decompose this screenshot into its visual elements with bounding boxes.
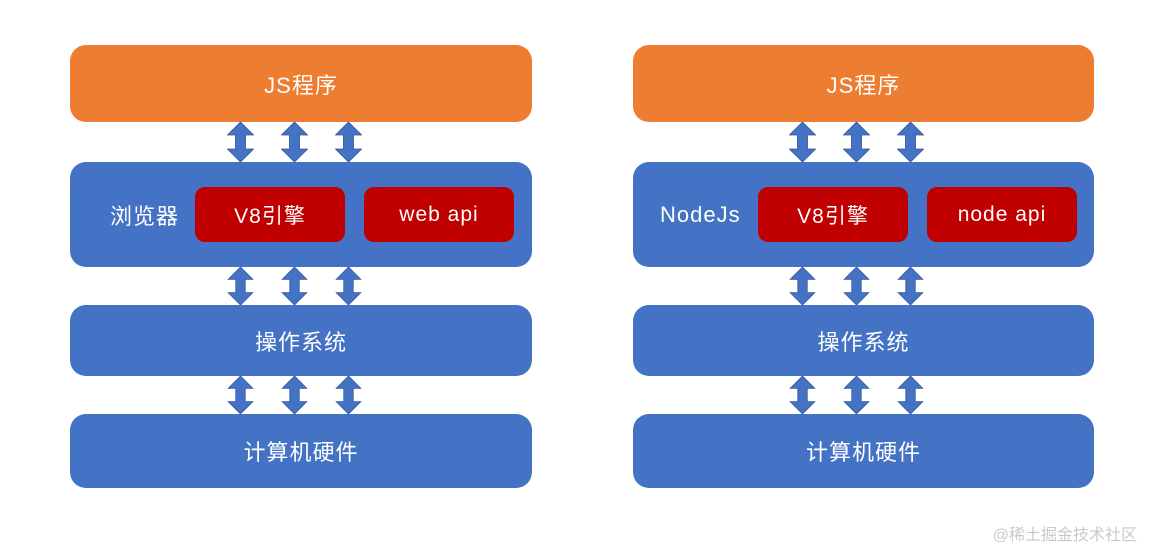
nodejs-runtime-box: NodeJs V8引擎 node api bbox=[633, 162, 1094, 267]
double-arrow-icon bbox=[843, 267, 870, 305]
os-label: 操作系统 bbox=[817, 329, 910, 355]
hardware-label: 计算机硬件 bbox=[805, 440, 921, 465]
os-box: 操作系统 bbox=[633, 305, 1094, 376]
double-arrow-icon bbox=[280, 122, 308, 162]
arrows-runtime-os bbox=[63, 267, 525, 305]
js-program-box: JS程序 bbox=[70, 45, 532, 122]
double-arrow-icon bbox=[227, 376, 253, 414]
double-arrow-icon bbox=[335, 376, 361, 414]
os-box: 操作系统 bbox=[70, 305, 532, 376]
node-api-chip: node api bbox=[927, 187, 1077, 242]
arrows-runtime-os bbox=[626, 267, 1087, 305]
double-arrow-icon bbox=[281, 267, 307, 305]
double-arrow-icon bbox=[789, 122, 816, 162]
os-label: 操作系统 bbox=[254, 329, 347, 355]
double-arrow-icon bbox=[334, 122, 362, 162]
double-arrow-icon bbox=[843, 122, 870, 162]
browser-stack-diagram: JS程序 浏览器 V8引擎 web api 操作系统 计算机硬件 bbox=[70, 45, 532, 488]
browser-runtime-label: 浏览器 bbox=[110, 203, 180, 229]
double-arrow-icon bbox=[843, 376, 870, 414]
arrows-os-hardware bbox=[63, 376, 525, 414]
double-arrow-icon bbox=[897, 376, 924, 414]
hardware-box: 计算机硬件 bbox=[633, 414, 1094, 488]
arrows-app-runtime bbox=[626, 122, 1087, 162]
hardware-label: 计算机硬件 bbox=[243, 440, 359, 465]
arrows-os-hardware bbox=[626, 376, 1087, 414]
web-api-label: web api bbox=[399, 202, 479, 226]
v8-engine-label: V8引擎 bbox=[234, 204, 306, 228]
double-arrow-icon bbox=[789, 267, 816, 305]
js-program-label: JS程序 bbox=[264, 72, 338, 98]
nodejs-runtime-label: NodeJs bbox=[660, 201, 741, 227]
hardware-box: 计算机硬件 bbox=[70, 414, 532, 488]
double-arrow-icon bbox=[226, 122, 254, 162]
double-arrow-icon bbox=[897, 267, 924, 305]
arrows-app-runtime bbox=[63, 122, 525, 162]
browser-runtime-box: 浏览器 V8引擎 web api bbox=[70, 162, 532, 267]
web-api-chip: web api bbox=[364, 187, 514, 242]
v8-engine-chip: V8引擎 bbox=[758, 187, 908, 242]
double-arrow-icon bbox=[897, 122, 924, 162]
double-arrow-icon bbox=[227, 267, 253, 305]
watermark: @稀土掘金技术社区 bbox=[992, 527, 1137, 544]
v8-engine-label: V8引擎 bbox=[797, 204, 869, 228]
js-program-box: JS程序 bbox=[633, 45, 1094, 122]
double-arrow-icon bbox=[281, 376, 307, 414]
js-program-label: JS程序 bbox=[826, 72, 901, 98]
nodejs-stack-diagram: JS程序 NodeJs V8引擎 node api 操作系统 计算机硬件 bbox=[633, 45, 1094, 488]
node-api-label: node api bbox=[957, 202, 1047, 226]
v8-engine-chip: V8引擎 bbox=[195, 187, 345, 242]
double-arrow-icon bbox=[789, 376, 816, 414]
double-arrow-icon bbox=[335, 267, 361, 305]
